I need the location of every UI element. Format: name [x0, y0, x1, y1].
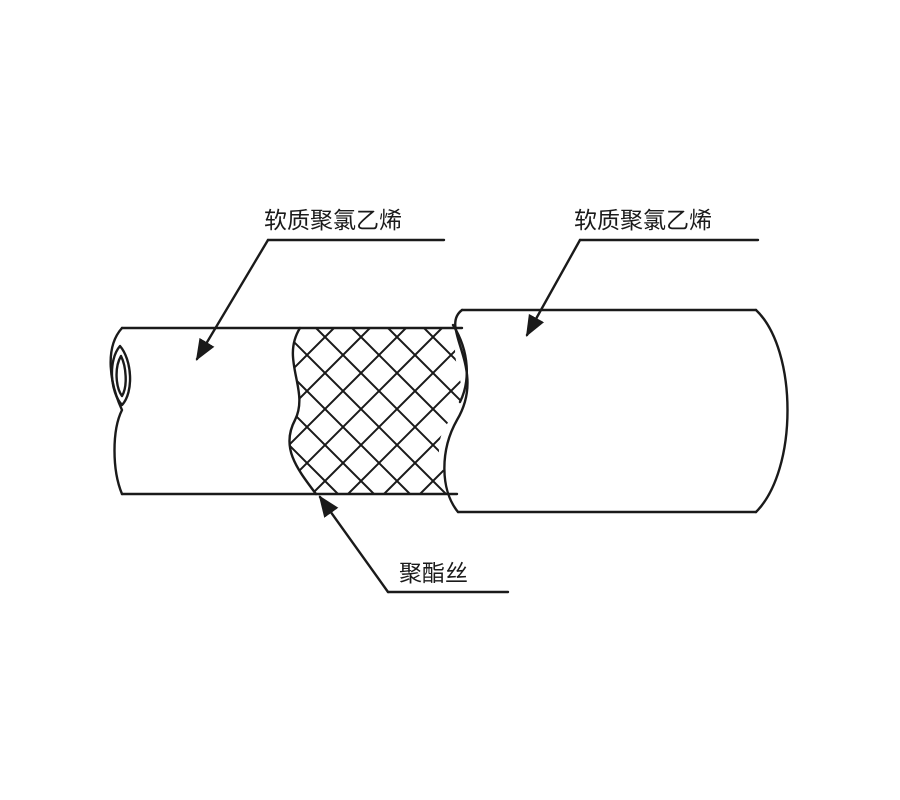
- leader-braid: [318, 495, 510, 594]
- outer-jacket-left-inner-rim: [451, 323, 468, 404]
- reinforcement-label: 聚酯丝: [399, 561, 468, 587]
- inner-tube-bore-outline: [110, 344, 132, 407]
- braid-mesh: [289, 328, 462, 494]
- inner-layer-label: 软质聚氯乙烯: [264, 208, 402, 234]
- outer-jacket: [443, 308, 789, 514]
- outer-jacket-left-end: [443, 308, 469, 514]
- leader-inner: [195, 238, 446, 361]
- outer-jacket-right-end: [754, 308, 789, 514]
- inner-tube-bore-inner: [115, 354, 127, 398]
- leader-outer: [525, 238, 760, 337]
- braid-left-edge: [288, 326, 318, 496]
- inner-tube-left-end: [109, 326, 124, 496]
- outer-layer-label: 软质聚氯乙烯: [574, 208, 712, 234]
